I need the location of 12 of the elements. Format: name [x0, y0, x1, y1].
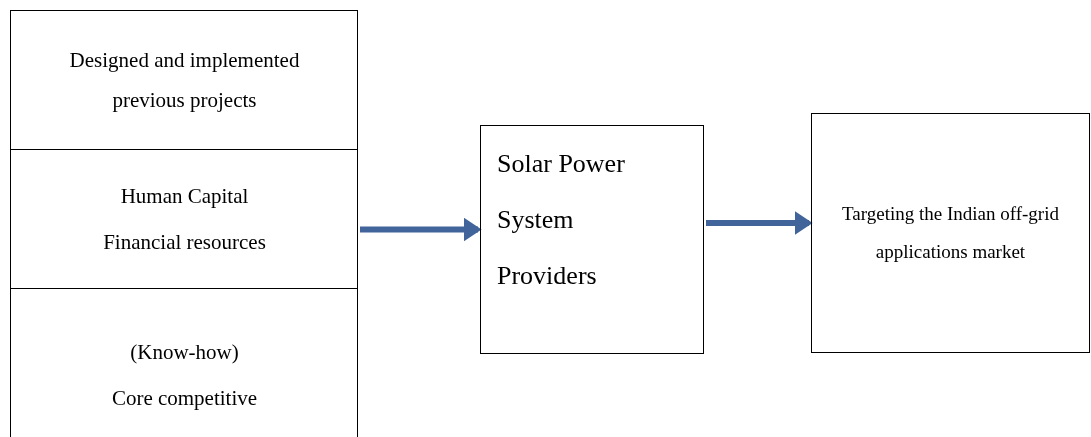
node-text: Solar Power System Providers [497, 148, 626, 292]
node-text: (Know-how) [130, 339, 239, 366]
node-text: Designed and implemented previous projects [68, 47, 301, 114]
process-box [811, 113, 1090, 353]
node-text: Financial resources [103, 229, 266, 256]
node-text: Human Capital [120, 183, 249, 210]
arrow [706, 211, 813, 235]
arrow [360, 217, 482, 242]
column-box [10, 10, 358, 437]
node-text: Targeting the Indian off-grid applications market [841, 202, 1060, 264]
process-box [480, 125, 704, 354]
node-text: Core competitive [111, 385, 258, 412]
